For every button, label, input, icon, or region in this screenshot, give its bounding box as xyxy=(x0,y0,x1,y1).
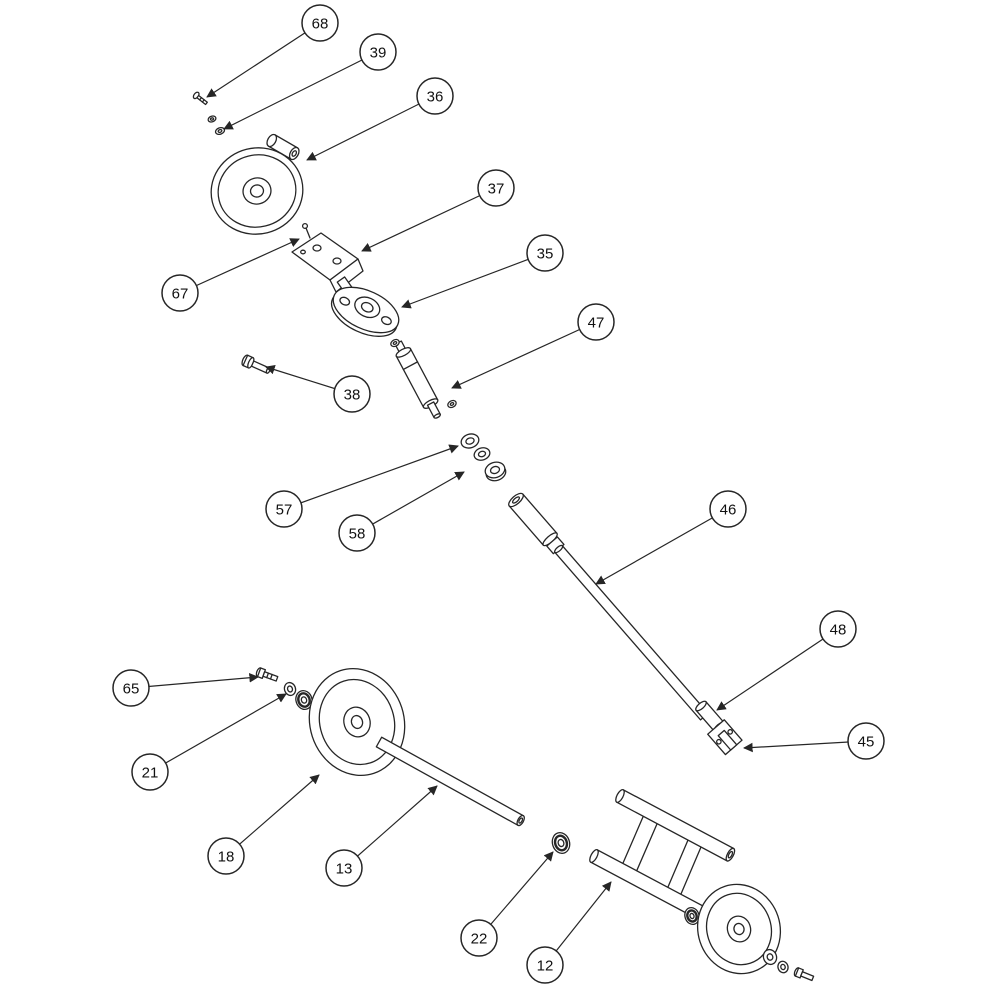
callout-number: 13 xyxy=(336,860,353,877)
callout-67: 67 xyxy=(161,274,199,312)
callout-number: 36 xyxy=(427,88,444,105)
callout-circle xyxy=(207,837,245,875)
roller-frame-icon xyxy=(589,789,736,922)
callout-12: 12 xyxy=(526,946,564,984)
long-rod-icon xyxy=(508,492,709,721)
small-bolt-icon xyxy=(255,667,279,682)
callout-circle xyxy=(359,33,397,71)
callout-circle xyxy=(847,722,885,760)
callout-36: 36 xyxy=(416,77,454,115)
callout-circle xyxy=(112,669,150,707)
nut-stack-icon xyxy=(460,433,507,482)
leader-line-47 xyxy=(451,321,597,389)
callout-22: 22 xyxy=(460,919,498,957)
callout-number: 67 xyxy=(172,285,189,302)
callout-39: 39 xyxy=(359,33,397,71)
callout-number: 21 xyxy=(142,764,159,781)
leader-line-45 xyxy=(743,740,867,753)
leader-line-67 xyxy=(179,238,300,294)
washer-icon xyxy=(551,832,571,854)
callout-number: 47 xyxy=(588,314,605,331)
leader-line-18 xyxy=(225,774,320,857)
rear-washer-icon xyxy=(762,948,778,966)
leader-line-48 xyxy=(716,628,839,711)
callout-circle xyxy=(709,490,747,528)
callout-circle xyxy=(526,946,564,984)
callout-circle xyxy=(131,753,169,791)
callout-number: 57 xyxy=(276,501,293,518)
leader-line-57 xyxy=(283,444,459,510)
callout-circle xyxy=(526,234,564,272)
callout-35: 35 xyxy=(526,234,564,272)
callout-58: 58 xyxy=(338,514,376,552)
callout-number: 22 xyxy=(471,930,488,947)
callout-number: 58 xyxy=(349,525,366,542)
callout-circle xyxy=(416,77,454,115)
callout-number: 68 xyxy=(312,15,329,32)
rear-washer-small-icon xyxy=(777,960,789,974)
callout-number: 39 xyxy=(370,44,387,61)
callout-circle xyxy=(265,490,303,528)
callout-65: 65 xyxy=(112,669,150,707)
leader-line-13 xyxy=(343,785,438,869)
callout-circle xyxy=(477,169,515,207)
callout-46: 46 xyxy=(709,490,747,528)
leader-line-21 xyxy=(149,693,287,773)
leader-line-46 xyxy=(595,508,729,585)
pulley-icon xyxy=(210,133,304,235)
callout-circle xyxy=(577,303,615,341)
callout-37: 37 xyxy=(477,169,515,207)
callout-number: 46 xyxy=(720,501,737,518)
callout-circle xyxy=(460,919,498,957)
callout-number: 45 xyxy=(858,733,875,750)
callout-38: 38 xyxy=(333,375,371,413)
callout-48: 48 xyxy=(819,610,857,648)
clevis-icon xyxy=(707,719,743,756)
callout-circle xyxy=(301,4,339,42)
callout-circle xyxy=(161,274,199,312)
callout-57: 57 xyxy=(265,490,303,528)
callout-13: 13 xyxy=(325,849,363,887)
callout-number: 35 xyxy=(537,245,554,262)
wheel-icon xyxy=(308,667,406,777)
callout-68: 68 xyxy=(301,4,339,42)
washer-bearing-icon xyxy=(283,681,313,711)
axle-rod-icon xyxy=(375,736,525,827)
leader-line-35 xyxy=(401,252,546,309)
link-rod-icon xyxy=(390,338,457,419)
leader-line-22 xyxy=(478,851,554,939)
callout-number: 65 xyxy=(123,680,140,697)
callout-45: 45 xyxy=(847,722,885,760)
callout-circle xyxy=(325,849,363,887)
callout-layer: 68 39 36 37 35 47 67 38 57 58 46 48 45 65 21 18 13 22 12 xyxy=(112,4,885,984)
screw-icon xyxy=(192,91,208,106)
leader-line-65 xyxy=(130,672,259,689)
callout-18: 18 xyxy=(207,837,245,875)
rear-bolt-icon xyxy=(793,967,815,982)
bracket-icon xyxy=(291,222,364,293)
callout-number: 12 xyxy=(537,957,554,974)
callout-number: 48 xyxy=(830,621,847,638)
callout-circle xyxy=(819,610,857,648)
callout-number: 37 xyxy=(488,180,505,197)
flange-bearing-icon xyxy=(330,286,400,337)
callout-number: 18 xyxy=(218,848,235,865)
callout-circle xyxy=(333,375,371,413)
rear-wheel-icon xyxy=(684,883,815,982)
leader-line-58 xyxy=(356,471,465,534)
washer-pair-icon xyxy=(207,115,226,136)
callout-47: 47 xyxy=(577,303,615,341)
leader-line-39 xyxy=(223,51,379,130)
parts-layer xyxy=(192,91,815,982)
shoulder-bolt-icon xyxy=(241,354,271,374)
callout-21: 21 xyxy=(131,753,169,791)
callout-circle xyxy=(338,514,376,552)
leader-line-36 xyxy=(306,95,436,161)
leader-line-68 xyxy=(206,22,321,98)
leader-line-37 xyxy=(361,187,497,252)
callout-number: 38 xyxy=(344,386,361,403)
